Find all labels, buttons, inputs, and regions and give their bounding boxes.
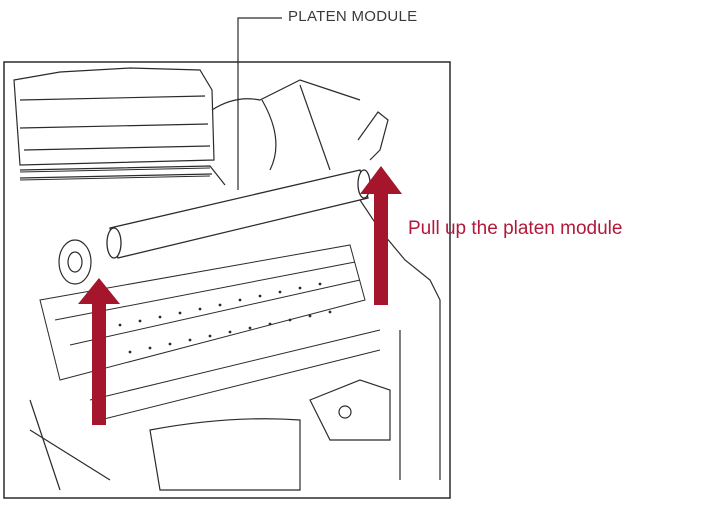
upper-housing [13,67,226,186]
left-gear [58,239,92,285]
figure-frame [3,61,451,499]
right-bracket [357,111,389,161]
lower-tray [29,399,301,491]
teeth-strip [19,167,211,181]
pull-up-arrow-right [360,166,402,305]
pull-up-instruction: Pull up the platen module [408,218,623,239]
print-head [39,244,381,421]
pull-up-arrow-left [78,278,120,425]
platen-module-label: PLATEN MODULE [288,8,418,25]
right-housing [211,79,441,480]
head-dots [118,282,332,354]
label-leader-line [237,17,282,190]
